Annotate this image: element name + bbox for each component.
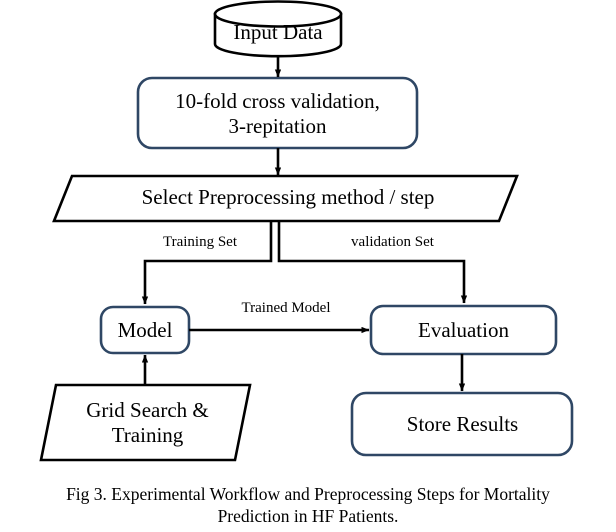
- edge-preprocess-to-evaluation: [277, 221, 468, 304]
- node-select-preprocessing: [52, 174, 519, 223]
- figure-caption: Fig 3. Experimental Workflow and Preproc…: [0, 483, 616, 528]
- node-model: [99, 305, 191, 355]
- figure-caption-line-2: Prediction in HF Patients.: [217, 506, 399, 527]
- node-cross-validation: [136, 76, 419, 150]
- node-grid-search: [39, 383, 252, 462]
- edge-label-validation-set: validation Set: [351, 234, 434, 250]
- edge-label-training-set: Training Set: [162, 234, 238, 250]
- figure-caption-line-1: Fig 3. Experimental Workflow and Preproc…: [66, 484, 550, 504]
- node-evaluation: [369, 304, 558, 356]
- edge-preprocess-to-model: [141, 221, 273, 305]
- node-input-data: [213, 0, 343, 58]
- edge-label-trained-model: Trained Model: [241, 300, 331, 316]
- node-store-results: [350, 391, 574, 457]
